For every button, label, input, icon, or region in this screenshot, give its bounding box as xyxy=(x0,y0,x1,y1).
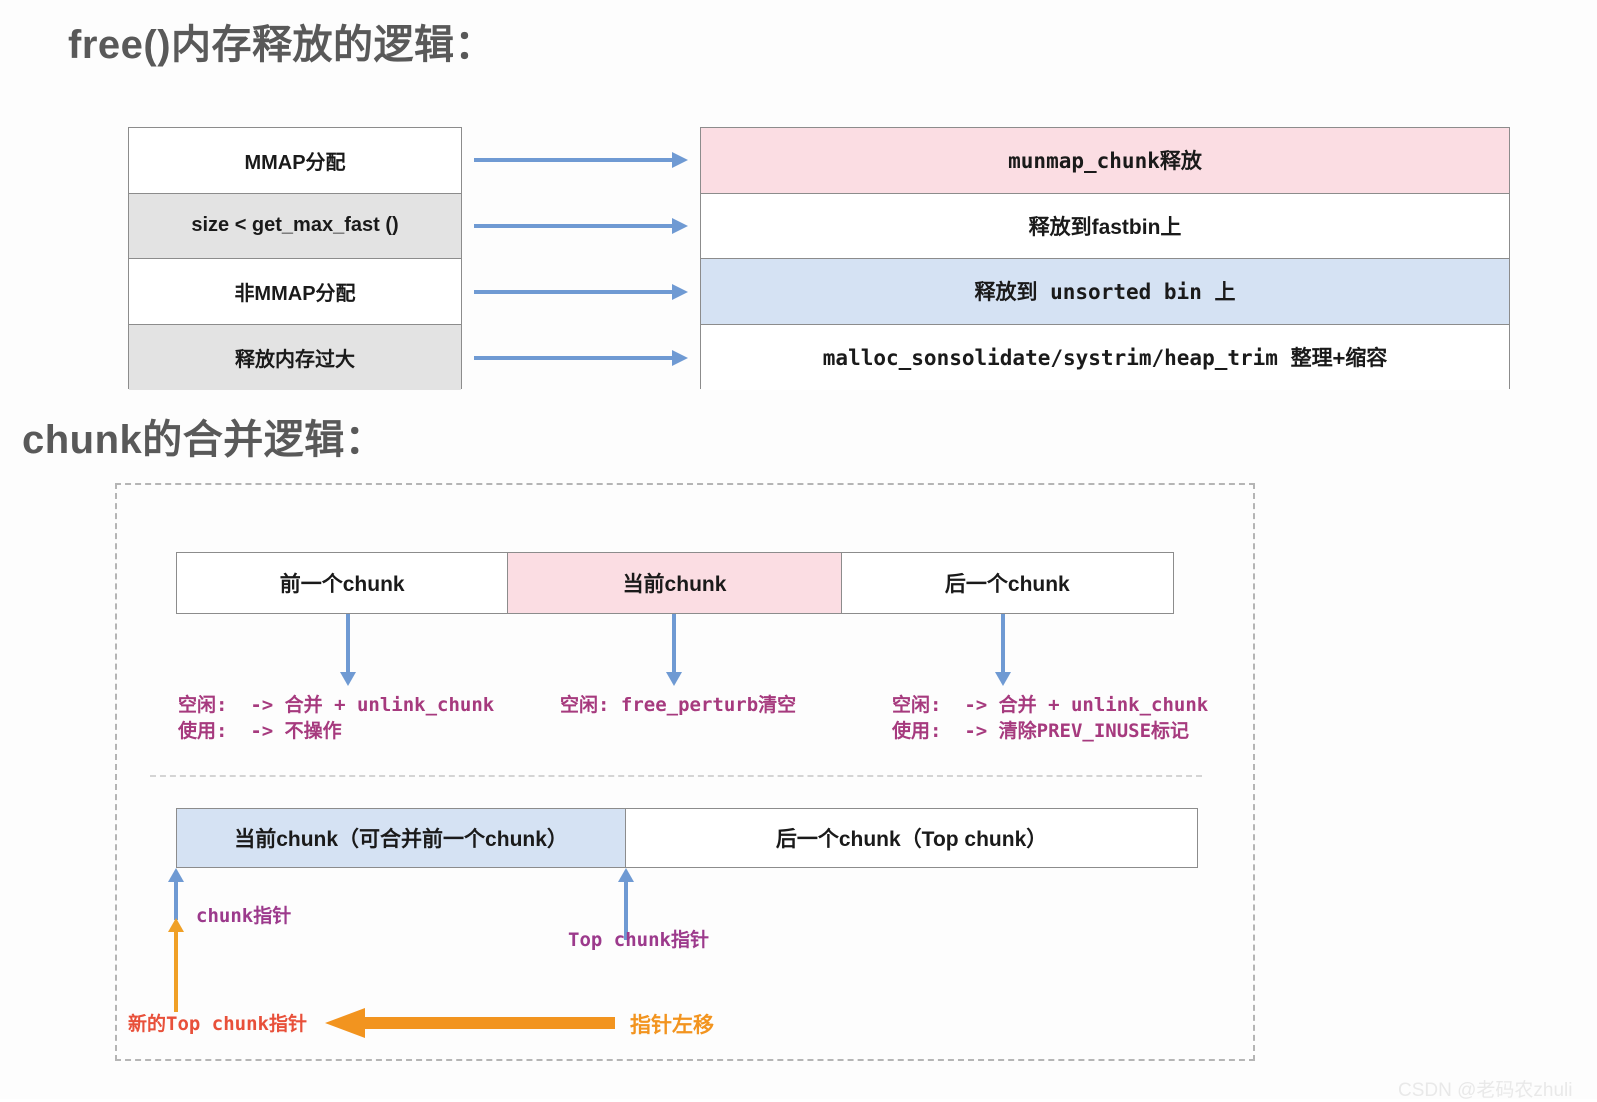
chunk-pointer-arrow-icon xyxy=(168,868,184,920)
chunk-cell-top-chunk: 后一个chunk（Top chunk） xyxy=(626,809,1197,867)
annotation-previous-free: 空闲: -> 合并 + unlink_chunk xyxy=(178,694,495,716)
chunk-arrow-previous-icon xyxy=(340,614,356,686)
annotation-next-free: 空闲: -> 合并 + unlink_chunk xyxy=(892,694,1209,716)
annotation-next-used: 使用: -> 清除PREV_INUSE标记 xyxy=(892,720,1190,742)
chunk-strip-bottom: 当前chunk（可合并前一个chunk） 后一个chunk（Top chunk） xyxy=(176,808,1198,868)
annotation-previous-used: 使用: -> 不操作 xyxy=(178,720,342,742)
condition-row-non-mmap: 非MMAP分配 xyxy=(129,259,461,325)
flow-arrow-2-icon xyxy=(474,218,688,234)
free-condition-table: MMAP分配 size < get_max_fast () 非MMAP分配 释放… xyxy=(128,127,462,390)
new-top-chunk-pointer-arrow-icon xyxy=(168,918,184,1012)
chunk-arrow-current-icon xyxy=(666,614,682,686)
flow-arrow-4-icon xyxy=(474,350,688,366)
chunk-pointer-label: chunk指针 xyxy=(196,905,292,927)
pointer-shift-arrow-icon xyxy=(325,1008,615,1038)
page-title-free-logic: free()内存释放的逻辑： xyxy=(68,23,496,67)
action-row-munmap-chunk: munmap_chunk释放 xyxy=(701,128,1509,194)
action-row-fastbin: 释放到fastbin上 xyxy=(701,193,1509,259)
new-top-chunk-pointer-label: 新的Top chunk指针 xyxy=(128,1013,307,1035)
action-row-consolidate: malloc_sonsolidate/systrim/heap_trim 整理+… xyxy=(701,324,1509,390)
chunk-cell-current: 当前chunk xyxy=(508,553,842,613)
top-chunk-pointer-arrow-icon xyxy=(618,868,634,940)
chunk-strip-top: 前一个chunk 当前chunk 后一个chunk xyxy=(176,552,1174,614)
chunk-merge-panel xyxy=(115,483,1255,1061)
chunk-cell-next: 后一个chunk xyxy=(841,553,1173,613)
action-row-unsorted-bin: 释放到 unsorted bin 上 xyxy=(701,259,1509,325)
condition-row-mmap: MMAP分配 xyxy=(129,128,461,194)
condition-row-max-fast: size < get_max_fast () xyxy=(129,193,461,259)
chunk-cell-previous: 前一个chunk xyxy=(177,553,509,613)
flow-arrow-3-icon xyxy=(474,284,688,300)
top-chunk-pointer-label: Top chunk指针 xyxy=(568,929,709,951)
annotation-current-free: 空闲: free_perturb清空 xyxy=(560,694,797,716)
watermark: CSDN @老码农zhuli xyxy=(1398,1080,1573,1101)
pointer-shift-label: 指针左移 xyxy=(630,1014,714,1037)
flow-arrow-1-icon xyxy=(474,152,688,168)
panel-divider xyxy=(150,775,1202,777)
condition-row-too-large: 释放内存过大 xyxy=(129,324,461,390)
free-action-table: munmap_chunk释放 释放到fastbin上 释放到 unsorted … xyxy=(700,127,1510,390)
chunk-cell-current-mergeable: 当前chunk（可合并前一个chunk） xyxy=(177,809,627,867)
page-title-chunk-merge: chunk的合并逻辑： xyxy=(22,418,386,462)
chunk-arrow-next-icon xyxy=(995,614,1011,686)
